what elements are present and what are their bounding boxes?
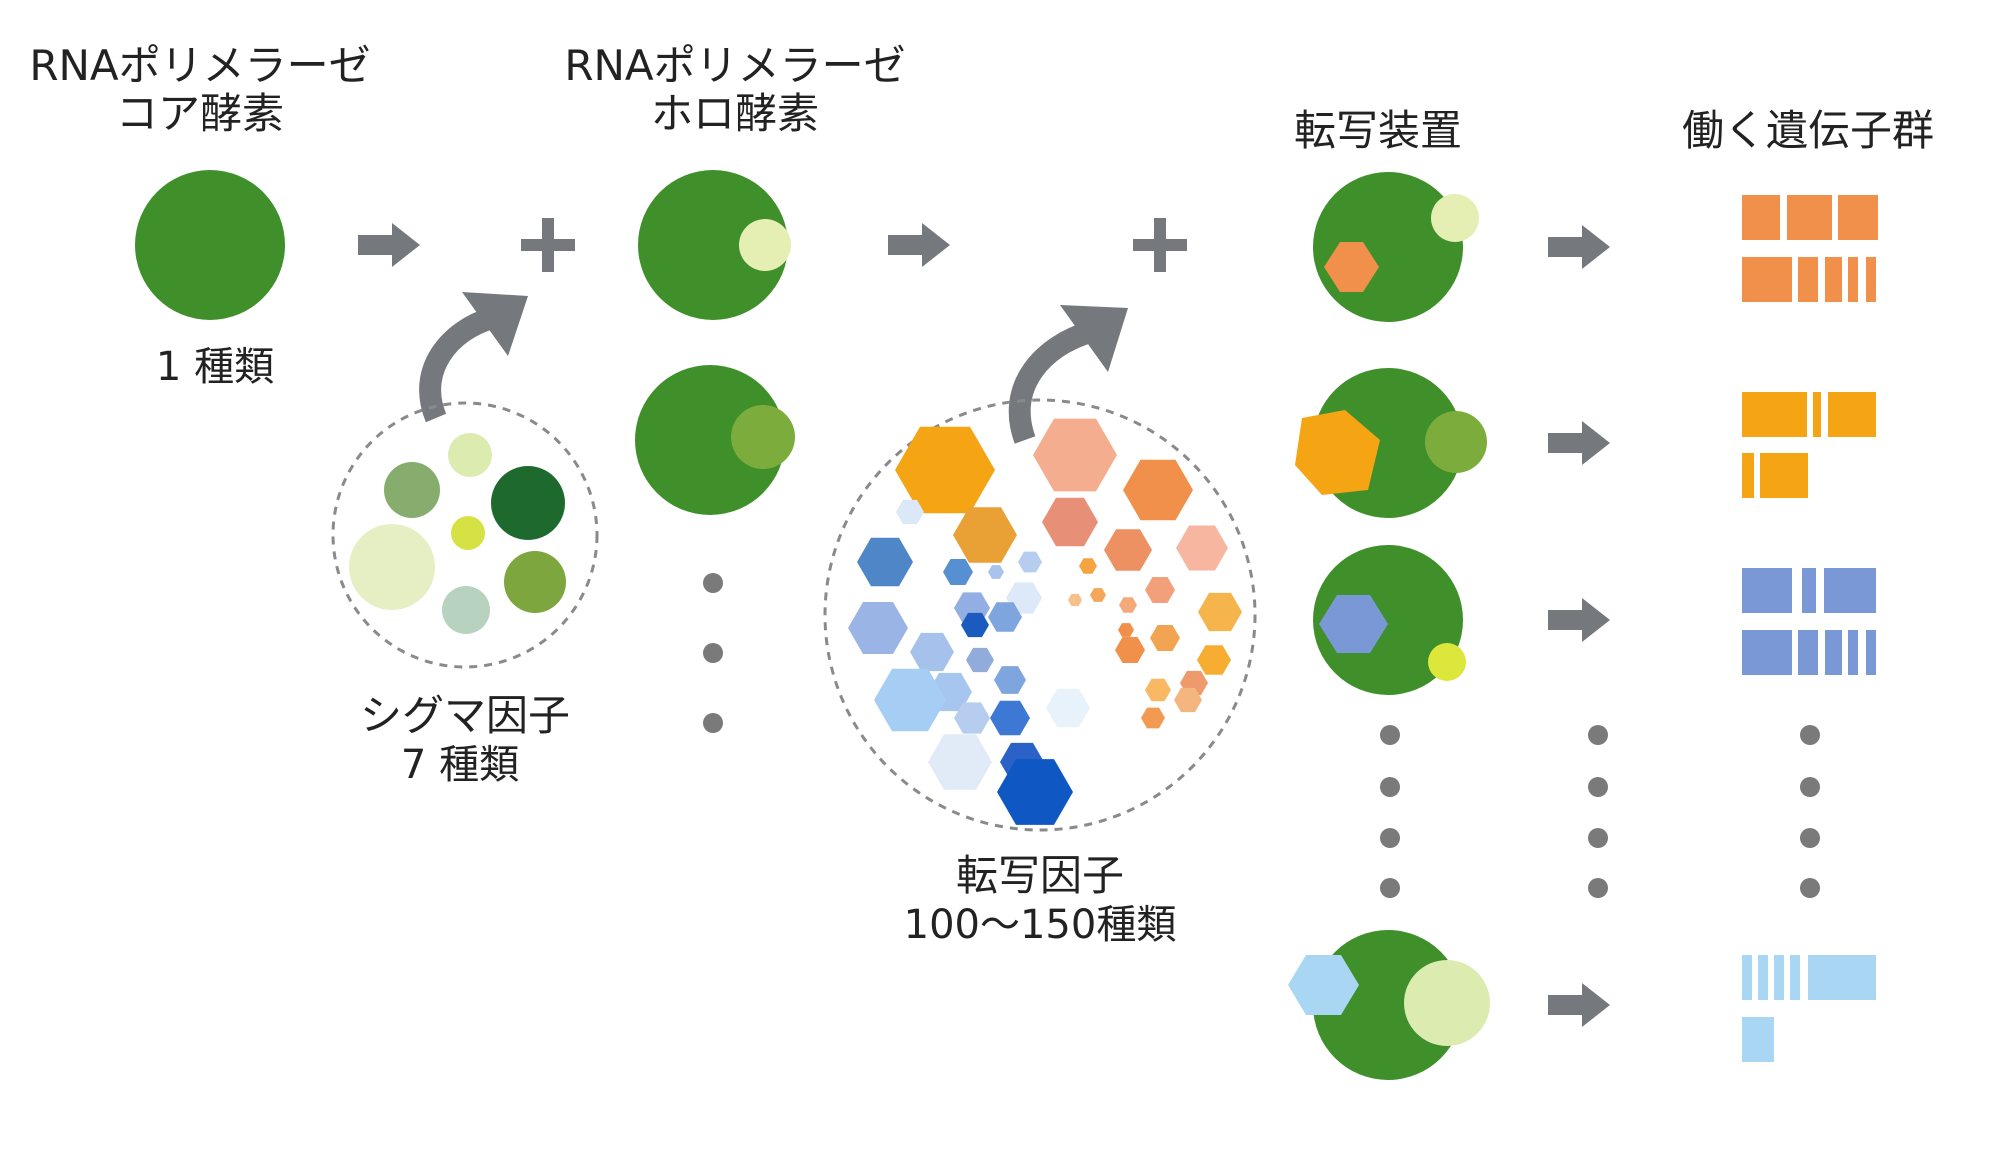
- transcription-factor-hexagon: [953, 507, 1017, 563]
- transcription-factor-hexagon: [997, 759, 1073, 825]
- transcription-factor-hexagon: [1150, 625, 1180, 651]
- sigma-factor-label-line1: シグマ因子: [360, 691, 570, 740]
- gene-group-orange: [1742, 195, 1878, 302]
- right-arrow-icon: [358, 223, 420, 267]
- transcription-factor-hexagon: [1145, 577, 1175, 603]
- gene-group-lightblue: [1742, 955, 1876, 1062]
- core-enzyme-count: 1 種類: [156, 344, 274, 390]
- transcription-factor-hexagon: [988, 565, 1004, 579]
- right-arrow-icon: [1548, 225, 1610, 269]
- sigma-factor: [349, 524, 435, 610]
- transcription-factor-hexagon: [990, 700, 1030, 736]
- holo-enzyme-title-line2: ホロ酵素: [651, 89, 819, 138]
- transcription-factor-hexagon: [1198, 592, 1242, 632]
- holo-enzyme-2: [635, 365, 795, 515]
- ellipsis-dots-icon: [1380, 725, 1400, 898]
- transcription-factor-hexagon: [857, 537, 913, 587]
- transcription-factor-hexagon: [1176, 525, 1228, 571]
- machinery-orange: [1313, 172, 1479, 322]
- holo-enzyme-1: [638, 170, 791, 320]
- core-enzyme-title-line1: RNAポリメラーゼ: [29, 41, 370, 90]
- transcription-factor-hexagon: [874, 668, 946, 732]
- transcription-factor-hexagon: [1115, 637, 1145, 663]
- transcription-factor-hexagon: [1141, 707, 1165, 729]
- curved-arrow-icon: [1008, 305, 1128, 444]
- transcription-factor-hexagon: [1018, 551, 1042, 573]
- core-enzyme-circle: [135, 170, 285, 320]
- transcription-factor-hexagon: [1118, 623, 1134, 637]
- transcription-factor-hexagon: [1090, 588, 1106, 602]
- ellipsis-dots-icon: [1800, 725, 1820, 898]
- sigma-factor: [451, 516, 485, 550]
- sigma-factor-pool: [331, 401, 599, 669]
- transcription-factor-hexagon: [1104, 529, 1152, 571]
- sigma-factor: [491, 466, 565, 540]
- sigma-factor-label-line2: 7 種類: [401, 742, 519, 788]
- plus-icon: [1133, 218, 1187, 272]
- transcription-factor-hexagon: [1145, 678, 1171, 702]
- transcription-factor-hexagon: [1123, 459, 1193, 521]
- transcription-factor-hexagon: [1174, 687, 1202, 713]
- core-enzyme-title-line2: コア酵素: [116, 89, 284, 138]
- transcription-factor-hexagon: [1197, 645, 1231, 675]
- curved-arrow-icon: [419, 292, 528, 423]
- transcription-factor-hexagon: [1046, 688, 1090, 728]
- transcription-factor-hexagon: [961, 612, 989, 638]
- machinery-title: 転写装置: [1294, 106, 1462, 155]
- machinery-blue: [1313, 545, 1466, 695]
- transcription-factor-hexagon: [928, 734, 992, 790]
- transcription-factor-hexagon: [848, 602, 908, 654]
- transcription-factor-hexagon: [943, 559, 973, 585]
- transcription-factor-hexagon: [1119, 597, 1137, 613]
- tf-pool-boundary: [823, 398, 1257, 832]
- sigma-factor: [384, 462, 440, 518]
- sigma-factor: [442, 586, 490, 634]
- transcription-factor-hexagon: [1042, 497, 1098, 547]
- transcription-factor-hexagon: [966, 647, 994, 673]
- transcription-factor-hexagon: [1033, 418, 1117, 492]
- sigma-pool-boundary: [331, 401, 599, 669]
- transcription-factor-hexagon: [988, 602, 1022, 632]
- transcription-factor-hexagon: [910, 632, 954, 672]
- sigma-factor: [504, 551, 566, 613]
- machinery-lightblue: [1288, 930, 1490, 1080]
- transcription-factor-hexagon: [954, 702, 990, 734]
- transcription-factor-pool: [823, 398, 1257, 832]
- tf-label-line2: 100〜150種類: [904, 902, 1177, 948]
- right-arrow-icon: [1548, 421, 1610, 465]
- genes-title: 働く遺伝子群: [1682, 106, 1934, 155]
- holo-enzyme-title-line1: RNAポリメラーゼ: [564, 41, 905, 90]
- machinery-amber: [1295, 368, 1487, 518]
- sigma-factor: [448, 433, 492, 477]
- ellipsis-dots-icon: [1588, 725, 1608, 898]
- transcription-factor-hexagon: [994, 666, 1026, 694]
- transcription-factor-hexagon: [895, 426, 995, 514]
- right-arrow-icon: [1548, 983, 1610, 1027]
- gene-group-blue: [1742, 568, 1876, 675]
- transcription-factor-hexagon: [1068, 593, 1082, 607]
- right-arrow-icon: [888, 223, 950, 267]
- tf-label-line1: 転写因子: [956, 851, 1124, 900]
- right-arrow-icon: [1548, 598, 1610, 642]
- ellipsis-dots-icon: [703, 573, 723, 733]
- transcription-factor-hexagon: [1079, 558, 1097, 574]
- gene-group-amber: [1742, 392, 1876, 498]
- plus-icon: [521, 218, 575, 272]
- transcription-factor-hexagon: [896, 499, 924, 525]
